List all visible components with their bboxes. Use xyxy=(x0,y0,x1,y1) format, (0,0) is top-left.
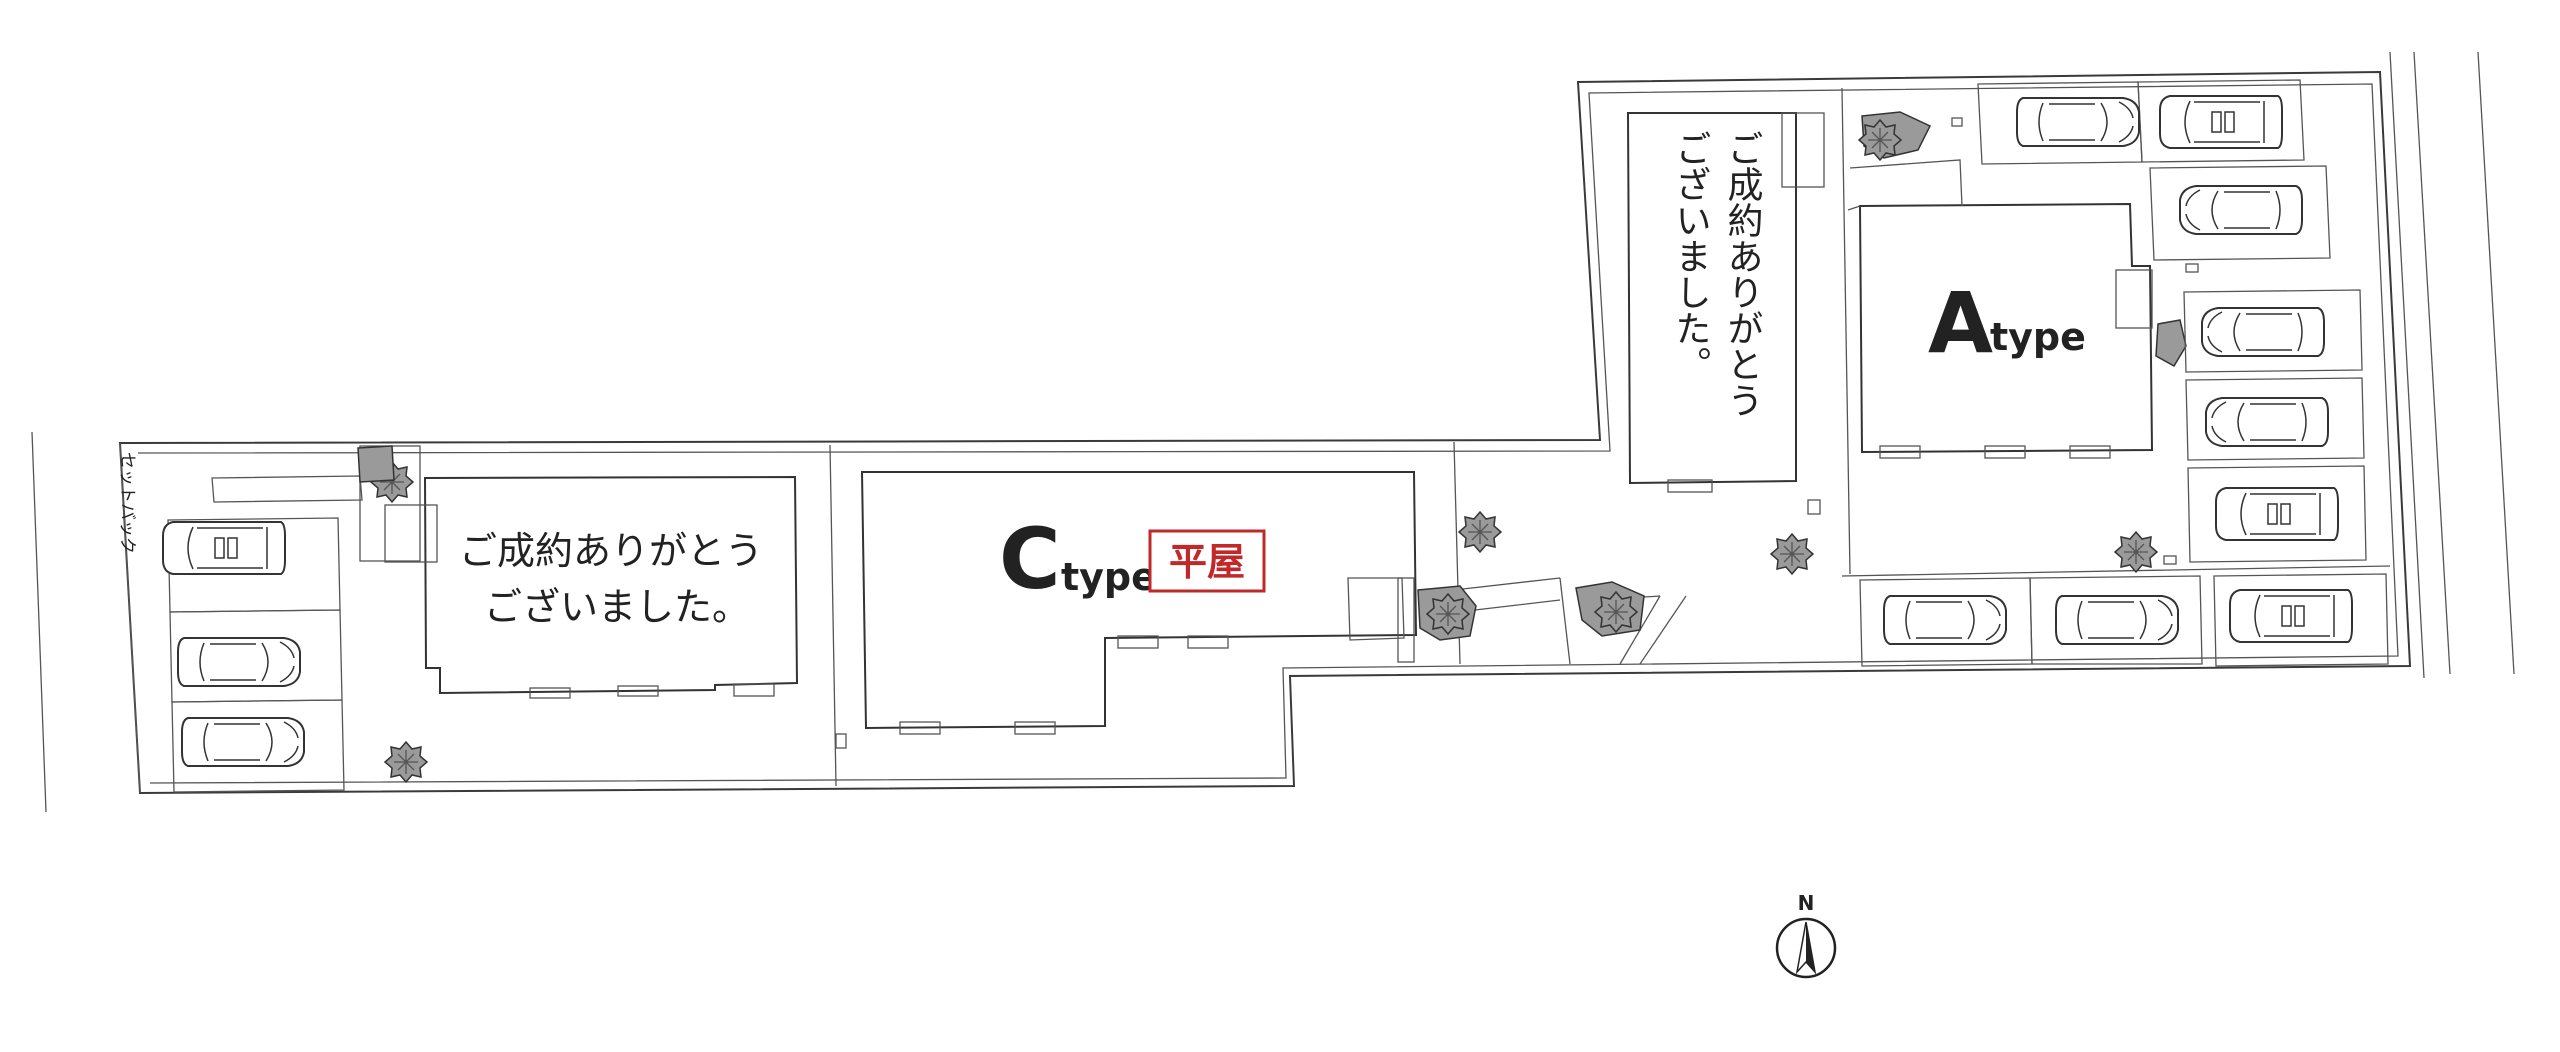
left-sold-line1: ご成約ありがとう xyxy=(459,529,763,573)
a-type-letter: A xyxy=(1928,274,1993,372)
tree-icon xyxy=(1858,119,1902,161)
compass-label: N xyxy=(1798,891,1815,915)
compass-icon: N xyxy=(1775,891,1837,979)
tree-icon xyxy=(1426,593,1470,635)
parked-van xyxy=(162,521,286,575)
parked-van xyxy=(2229,589,2353,643)
left-sold-line2: ございました。 xyxy=(484,585,750,629)
parked-van xyxy=(2215,487,2339,541)
parked-van xyxy=(2159,95,2283,149)
top-house: ご成約ありがとう ございました。 xyxy=(1626,112,1825,515)
right-parking xyxy=(1859,79,2389,667)
left-parking xyxy=(162,475,363,793)
c-type-letter: C xyxy=(999,510,1061,608)
shrub-icon xyxy=(2155,319,2187,368)
parked-car xyxy=(2016,97,2140,147)
center-house: C type 平屋 xyxy=(835,471,1418,749)
hiraya-tag-box xyxy=(1148,529,1266,593)
tree-icon xyxy=(1458,511,1502,553)
tree-icon xyxy=(1594,591,1638,633)
setback-label: セットバック xyxy=(117,452,137,554)
parked-car xyxy=(2179,185,2303,235)
parked-car xyxy=(181,717,305,767)
top-sold-line1: ご成約ありがとう xyxy=(1722,130,1763,418)
left-house: ご成約ありがとう ございました。 xyxy=(357,445,799,783)
shrub-icon xyxy=(357,445,395,483)
parked-car xyxy=(2201,307,2325,357)
top-sold-line2: ございました。 xyxy=(1670,130,1711,382)
road-edges xyxy=(31,51,2515,813)
c-type-word: type xyxy=(1061,555,1157,599)
tree-icon xyxy=(2114,531,2158,573)
parked-car xyxy=(2205,397,2329,447)
right-house: A type xyxy=(1847,111,2187,573)
parked-car xyxy=(1883,595,2007,645)
center-trees xyxy=(1417,511,1814,641)
hiraya-tag: 平屋 xyxy=(1169,540,1245,584)
parked-car xyxy=(177,637,301,687)
tree-icon xyxy=(384,741,428,783)
setback-strip: セットバック xyxy=(117,442,141,794)
tree-icon xyxy=(1770,533,1814,575)
parked-car xyxy=(2055,595,2179,645)
a-type-word: type xyxy=(1990,315,2086,359)
